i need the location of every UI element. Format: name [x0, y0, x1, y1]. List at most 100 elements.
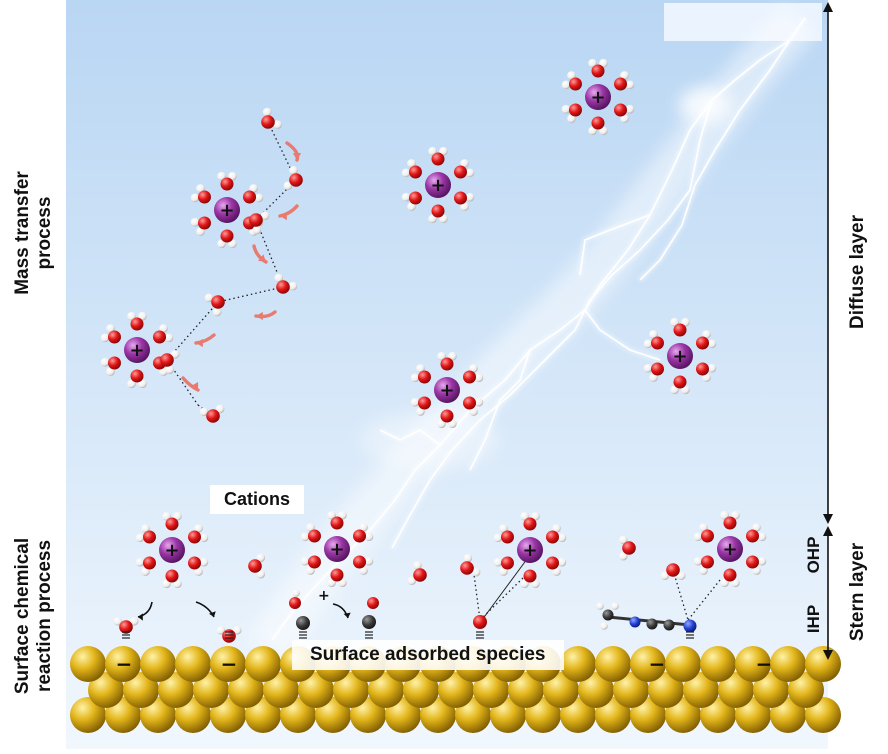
oxygen-atom	[614, 103, 628, 117]
hydrogen-atom	[232, 625, 242, 635]
hydrogen-atom	[292, 589, 300, 597]
oxygen-atom	[408, 191, 422, 205]
hydrogen-atom	[165, 365, 174, 374]
hydrogen-atom	[552, 567, 561, 576]
oxygen-atom	[473, 615, 487, 629]
oxygen-atom	[408, 165, 422, 179]
hydrogen-atom	[260, 211, 270, 221]
oxygen-atom	[500, 530, 514, 544]
gold-atom	[700, 646, 736, 682]
gold-atom	[788, 672, 824, 708]
oxygen-atom	[107, 330, 121, 344]
ohp-label: OHP	[804, 536, 823, 574]
arrow-head	[823, 526, 833, 536]
hydrogen-atom	[599, 126, 608, 136]
hydrogen-atom	[138, 311, 147, 321]
water-molecule	[204, 293, 225, 317]
hydrogen-atom	[338, 510, 347, 520]
hydrogen-atom	[416, 407, 425, 416]
hydrogen-atom	[138, 379, 147, 389]
oxygen-atom	[417, 396, 431, 410]
cation-charge: +	[129, 340, 144, 361]
oxygen-atom	[723, 568, 737, 582]
oxygen-atom	[249, 213, 263, 227]
arrow-head	[196, 338, 203, 348]
hydrogen-atom	[173, 579, 182, 589]
oxygen-atom	[696, 336, 710, 350]
oxygen-atom	[353, 555, 367, 569]
hydrogen-atom	[196, 184, 205, 193]
hydrogen-atom	[401, 192, 411, 202]
hydrogen-atom	[693, 532, 703, 542]
hydrogen-atom	[439, 146, 448, 156]
gold-atom	[298, 672, 334, 708]
hydrogen-atom	[228, 239, 237, 249]
bond-line	[481, 554, 531, 621]
gold-atom	[508, 672, 544, 708]
hydrogen-atom	[557, 533, 567, 543]
oxygen-atom	[197, 190, 211, 204]
gold-atom	[438, 672, 474, 708]
hydrogen-atom	[437, 419, 446, 429]
gold-atom	[578, 672, 614, 708]
hydrogen-atom	[588, 58, 597, 68]
hydrogen-atom	[127, 311, 136, 321]
water-molecule	[249, 211, 270, 235]
hydrogen-atom	[283, 181, 293, 191]
stern-layer-label: Stern layer	[847, 542, 868, 642]
hydrogen-atom	[215, 404, 225, 414]
hydrogen-atom	[359, 566, 368, 575]
hydrogen-atom	[693, 556, 703, 566]
oxygen-atom	[454, 165, 468, 179]
hydrogen-atom	[106, 324, 115, 333]
hydrogen-atom	[190, 193, 200, 203]
oxygen-atom	[463, 370, 477, 384]
lightning-bolt	[391, 99, 713, 549]
hydrogen-atom	[129, 616, 139, 626]
oxygen-atom	[523, 517, 537, 531]
gold-atom	[245, 646, 281, 682]
cation-charge: +	[590, 87, 605, 108]
solvated-cation: +	[643, 317, 717, 395]
oxygen-atom	[746, 529, 760, 543]
hydrogen-atom	[471, 567, 481, 577]
oxygen-atom	[500, 556, 514, 570]
ihp-label: IHP	[804, 604, 823, 634]
water-molecule	[283, 166, 303, 191]
hydrogen-atom	[707, 363, 717, 373]
hydrogen-atom	[681, 317, 690, 327]
oxygen-atom	[673, 375, 687, 389]
oxygen-atom	[261, 115, 275, 129]
oxygen-atom	[673, 323, 687, 337]
gold-atom	[70, 697, 106, 733]
hydrogen-atom	[274, 273, 284, 283]
arrow-head	[823, 2, 833, 12]
cation-charge: +	[439, 380, 454, 401]
hydrogen-atom	[135, 533, 145, 543]
oxygen-atom	[197, 216, 211, 230]
hydrogen-atom	[170, 349, 180, 359]
oxygen-atom	[165, 569, 179, 583]
hydrogen-atom	[173, 511, 182, 521]
hydrogen-atom	[216, 625, 226, 635]
surface-charge: −	[649, 652, 666, 676]
oxygen-atom	[160, 353, 174, 367]
oxygen-atom	[276, 280, 290, 294]
gold-atom	[263, 672, 299, 708]
hydrogen-atom	[670, 385, 679, 395]
oxygen-atom	[248, 559, 262, 573]
hydrogen-atom	[217, 239, 226, 249]
oxygen-atom	[413, 568, 427, 582]
hydrogen-atom	[699, 523, 708, 532]
water-molecule	[660, 563, 686, 581]
cation-charge: +	[329, 539, 344, 560]
water-molecule	[160, 349, 180, 374]
arrow-head	[280, 211, 287, 221]
hydrogen-atom	[567, 114, 576, 123]
gold-atom	[718, 672, 754, 708]
hydrogen-atom	[520, 511, 529, 521]
hydrogen-atom	[410, 373, 420, 383]
hydrogen-atom	[159, 324, 168, 333]
